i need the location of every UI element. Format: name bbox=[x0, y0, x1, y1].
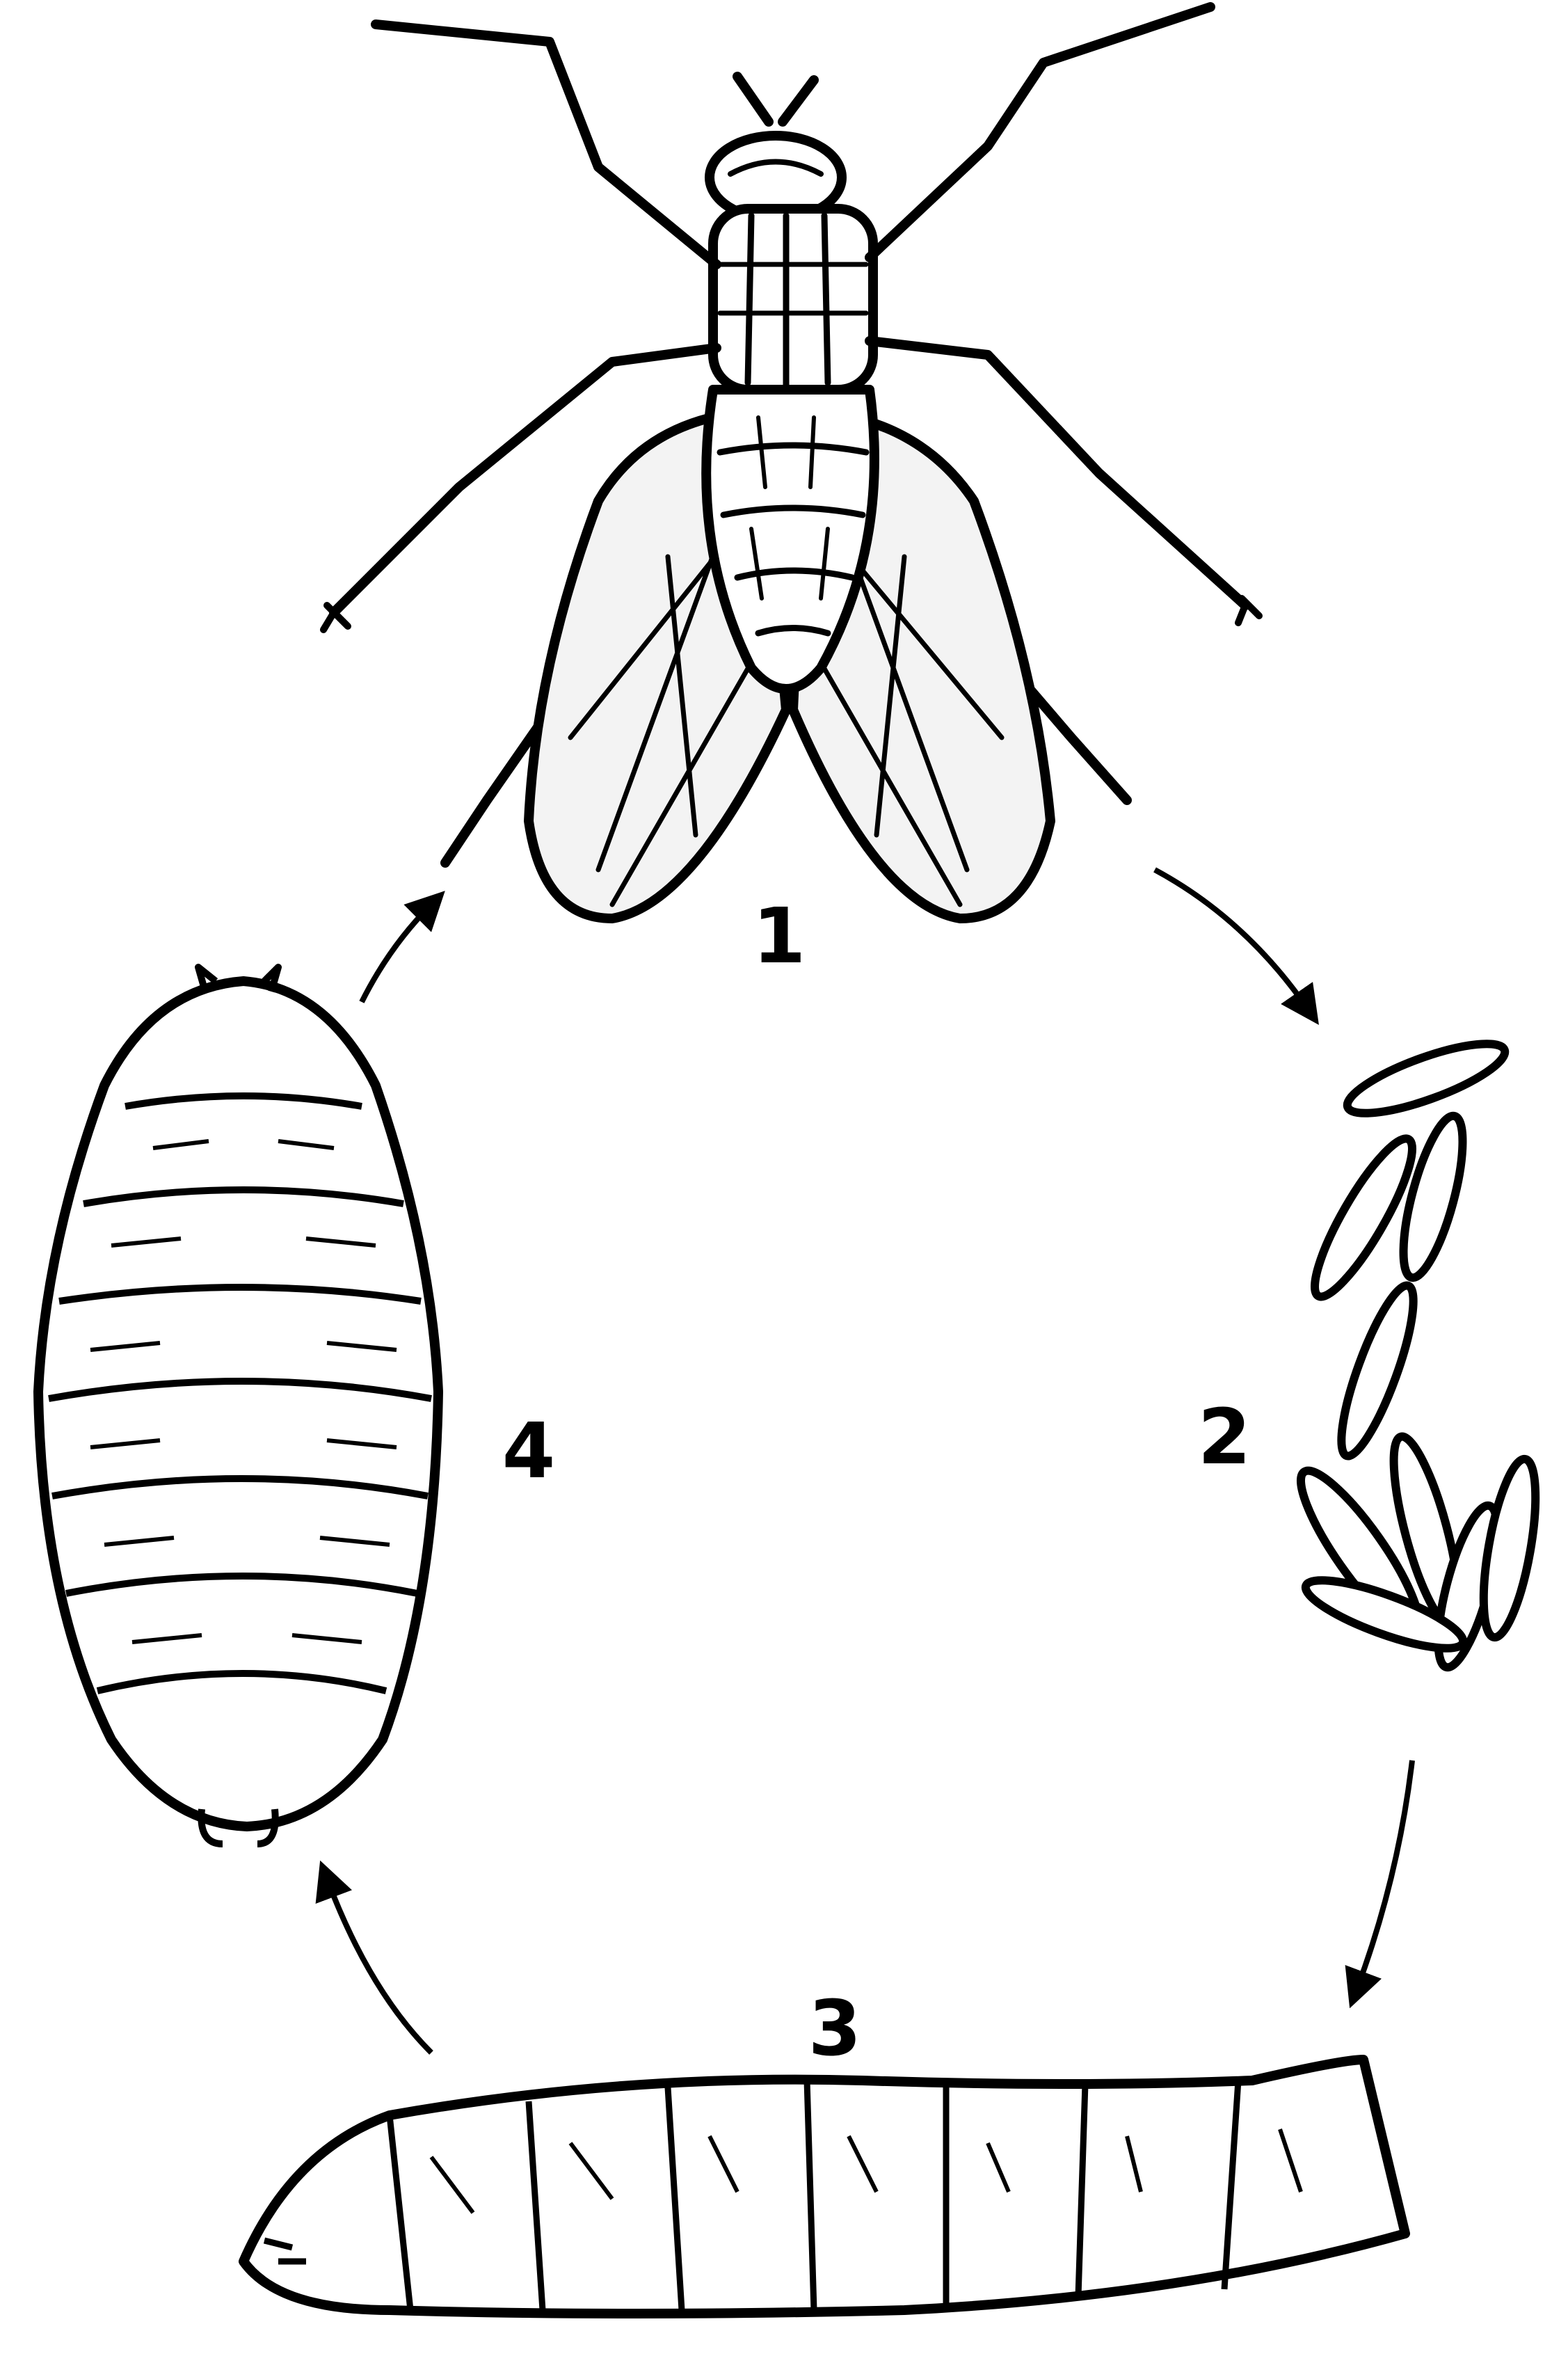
stage-label-eggs: 2 bbox=[1190, 1399, 1259, 1475]
arrow-fly-to-eggs bbox=[1155, 870, 1308, 1009]
arrow-larva-to-pupa bbox=[327, 1879, 431, 2053]
arrow-eggs-to-larva bbox=[1357, 1760, 1412, 1990]
eggs-illustration bbox=[1285, 1031, 1546, 1673]
larva-illustration bbox=[243, 2060, 1405, 2314]
stage-label-adult-fly: 1 bbox=[744, 898, 814, 974]
stage-label-pupa: 4 bbox=[494, 1413, 563, 1489]
pupa-illustration bbox=[38, 967, 438, 1844]
stage-label-larva: 3 bbox=[800, 1990, 870, 2067]
adult-fly-illustration bbox=[323, 7, 1259, 918]
arrow-pupa-to-fly bbox=[362, 905, 431, 1002]
